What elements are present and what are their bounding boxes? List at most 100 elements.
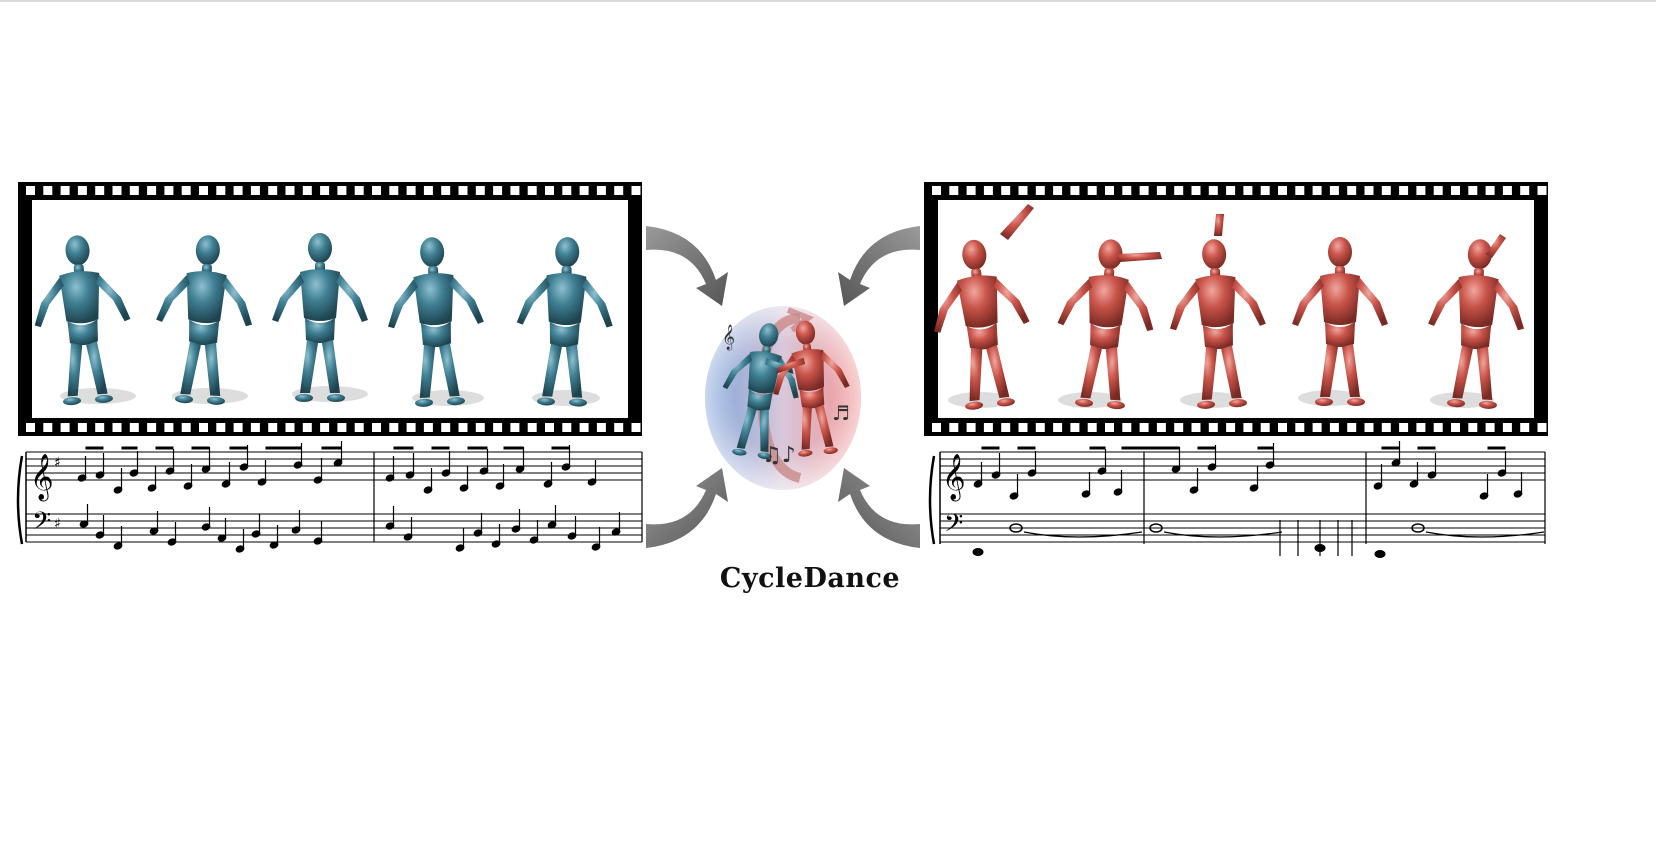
- film-hole: [983, 423, 993, 432]
- red-dancer-2: [1051, 236, 1162, 412]
- film-hole: [285, 423, 295, 432]
- film-hole: [1018, 423, 1028, 432]
- film-hole: [1105, 186, 1114, 195]
- film-hole: [1502, 186, 1512, 195]
- film-hole: [181, 186, 191, 195]
- film-hole: [337, 186, 347, 195]
- film-hole: [1260, 423, 1270, 432]
- film-hole: [1070, 423, 1080, 432]
- film-hole: [372, 186, 381, 195]
- center-orb: 𝄞 ♬ ♫♪: [705, 306, 861, 490]
- film-hole: [493, 186, 503, 195]
- red-dancer-center: [766, 316, 857, 460]
- film-hole: [1243, 186, 1253, 195]
- film-hole: [1364, 423, 1374, 432]
- film-hole: [458, 186, 468, 195]
- treble-clef-icon: 𝄞: [722, 324, 735, 350]
- film-hole: [147, 423, 157, 432]
- film-hole: [458, 423, 468, 432]
- film-hole: [1260, 186, 1270, 195]
- eighth-note-icon: ♬: [832, 401, 850, 425]
- film-hole: [983, 186, 993, 195]
- svg-text:𝄢: 𝄢: [944, 509, 963, 544]
- blue-dancer-5: [513, 235, 616, 408]
- film-hole: [1156, 423, 1166, 432]
- film-hole: [1191, 423, 1201, 432]
- film-hole: [475, 423, 485, 432]
- film-hole: [164, 186, 174, 195]
- film-hole: [1502, 423, 1512, 432]
- right-sheet-music: 𝄞 𝄢: [928, 441, 1546, 558]
- film-hole: [406, 423, 416, 432]
- film-hole: [1122, 186, 1132, 195]
- film-hole: [1381, 423, 1391, 432]
- film-hole: [1347, 423, 1357, 432]
- film-hole: [1364, 186, 1374, 195]
- film-hole: [527, 423, 537, 432]
- film-hole: [423, 186, 433, 195]
- film-hole: [1312, 186, 1322, 195]
- film-hole: [1329, 186, 1339, 195]
- arrow-top-right: [838, 226, 920, 306]
- film-hole: [181, 423, 191, 432]
- film-hole: [475, 186, 485, 195]
- film-hole: [147, 186, 157, 195]
- film-hole: [77, 186, 87, 195]
- left-dancer-figures: [28, 232, 616, 409]
- blue-dancer-3: [272, 233, 368, 402]
- film-hole: [1278, 186, 1287, 195]
- top-border: [0, 0, 1656, 2]
- film-hole: [216, 186, 226, 195]
- blue-dancer-2: [151, 232, 257, 407]
- film-hole: [1122, 423, 1132, 432]
- film-hole: [1451, 186, 1460, 195]
- film-hole: [337, 423, 347, 432]
- film-hole: [1416, 186, 1426, 195]
- film-hole: [1312, 423, 1322, 432]
- film-hole: [1451, 423, 1460, 432]
- film-hole: [112, 423, 122, 432]
- film-hole: [250, 423, 260, 432]
- film-hole: [250, 186, 260, 195]
- red-dancer-3: [1165, 214, 1271, 411]
- film-hole: [1087, 186, 1097, 195]
- film-hole: [1070, 186, 1080, 195]
- film-hole: [562, 423, 572, 432]
- arrows: [646, 226, 920, 548]
- film-hole: [285, 186, 295, 195]
- film-hole: [614, 186, 624, 195]
- film-hole: [631, 423, 641, 432]
- film-hole: [1381, 186, 1391, 195]
- film-hole: [1139, 186, 1149, 195]
- film-hole: [1208, 186, 1218, 195]
- film-hole: [493, 423, 503, 432]
- film-hole: [95, 423, 105, 432]
- blue-dancer-1: [28, 232, 137, 408]
- film-hole: [372, 423, 381, 432]
- film-hole: [320, 423, 330, 432]
- film-hole: [1156, 186, 1166, 195]
- film-hole: [233, 423, 243, 432]
- film-hole: [1139, 423, 1149, 432]
- film-hole: [596, 186, 606, 195]
- note-head: [1374, 550, 1386, 558]
- tie: [1163, 531, 1283, 538]
- film-hole: [423, 423, 433, 432]
- film-hole: [77, 423, 87, 432]
- film-hole: [596, 423, 606, 432]
- film-hole: [1433, 186, 1443, 195]
- film-hole: [510, 186, 520, 195]
- film-hole: [60, 186, 70, 195]
- film-hole: [1001, 423, 1011, 432]
- film-hole: [614, 423, 624, 432]
- film-hole: [1468, 423, 1478, 432]
- film-hole: [1520, 423, 1530, 432]
- arrow-bottom-right: [838, 468, 920, 548]
- film-hole: [1035, 423, 1045, 432]
- film-hole: [112, 186, 122, 195]
- red-dancer-5: [1423, 234, 1529, 411]
- film-hole: [1208, 423, 1218, 432]
- film-hole: [164, 423, 174, 432]
